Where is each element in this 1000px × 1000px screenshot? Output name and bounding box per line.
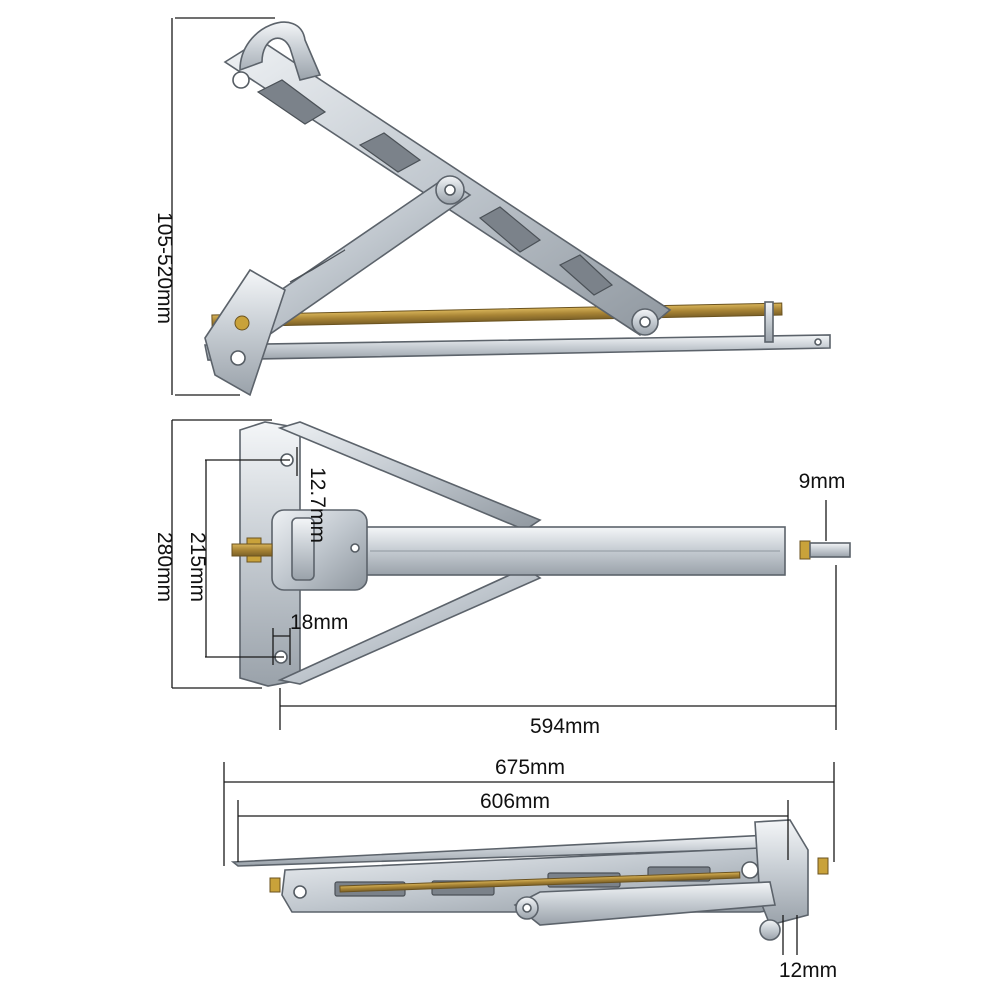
folded-end-hole	[741, 861, 759, 879]
hub-bolt	[350, 543, 360, 553]
end-nut	[799, 540, 811, 560]
edge-offset-label: 18mm	[290, 611, 348, 634]
rod-end-left	[231, 543, 273, 557]
foot-plate	[204, 268, 286, 397]
foot-bolt	[234, 315, 250, 331]
side-view-jack	[204, 21, 831, 397]
lower-arm	[277, 567, 542, 685]
foot-pivot	[230, 350, 246, 366]
folded-left-pivot	[293, 885, 307, 899]
height-range-label: 105-520mm	[153, 212, 176, 324]
overall-width-label: 280mm	[153, 532, 176, 602]
long-arm-slot	[478, 206, 542, 253]
folded-view: 675mm 606mm 12mm	[223, 756, 837, 982]
side-view: 105-520mm	[153, 17, 831, 397]
rod-end-bracket	[764, 301, 774, 343]
base-bar	[204, 334, 831, 361]
folded-link	[513, 881, 776, 926]
base-bar-hole	[814, 338, 822, 346]
hub-clamp	[291, 517, 315, 581]
rod-pivot-pin	[639, 316, 651, 328]
hole-spacing-label: 215mm	[186, 532, 209, 602]
folded-threaded-rod	[339, 871, 741, 893]
folded-left-nut	[269, 877, 281, 893]
top-view: 280mm 215mm 12.7mm 18mm 9mm 594mm	[153, 419, 851, 738]
body-length-label: 606mm	[480, 790, 550, 813]
long-arm-slot	[558, 254, 614, 296]
long-arm-slot	[358, 132, 422, 173]
folded-view-jack	[230, 819, 829, 941]
folded-end-bracket	[754, 819, 809, 926]
length-label: 594mm	[530, 715, 600, 738]
top-view-jack	[231, 421, 851, 687]
top-hook	[239, 21, 322, 81]
folded-link-pin	[522, 903, 532, 913]
center-pivot-pin	[444, 184, 456, 196]
shaft-diameter-label: 9mm	[799, 470, 846, 493]
slot-width-label: 12.7mm	[306, 467, 329, 543]
long-arm-slot	[256, 79, 327, 125]
folded-roller	[759, 919, 781, 941]
upper-arm	[277, 421, 542, 531]
folded-right-nut	[817, 857, 829, 875]
short-arm-slot	[289, 249, 346, 283]
drive-shaft	[809, 542, 851, 558]
total-length-label: 675mm	[495, 756, 565, 779]
top-pivot	[232, 71, 250, 89]
end-thickness-label: 12mm	[779, 959, 837, 982]
